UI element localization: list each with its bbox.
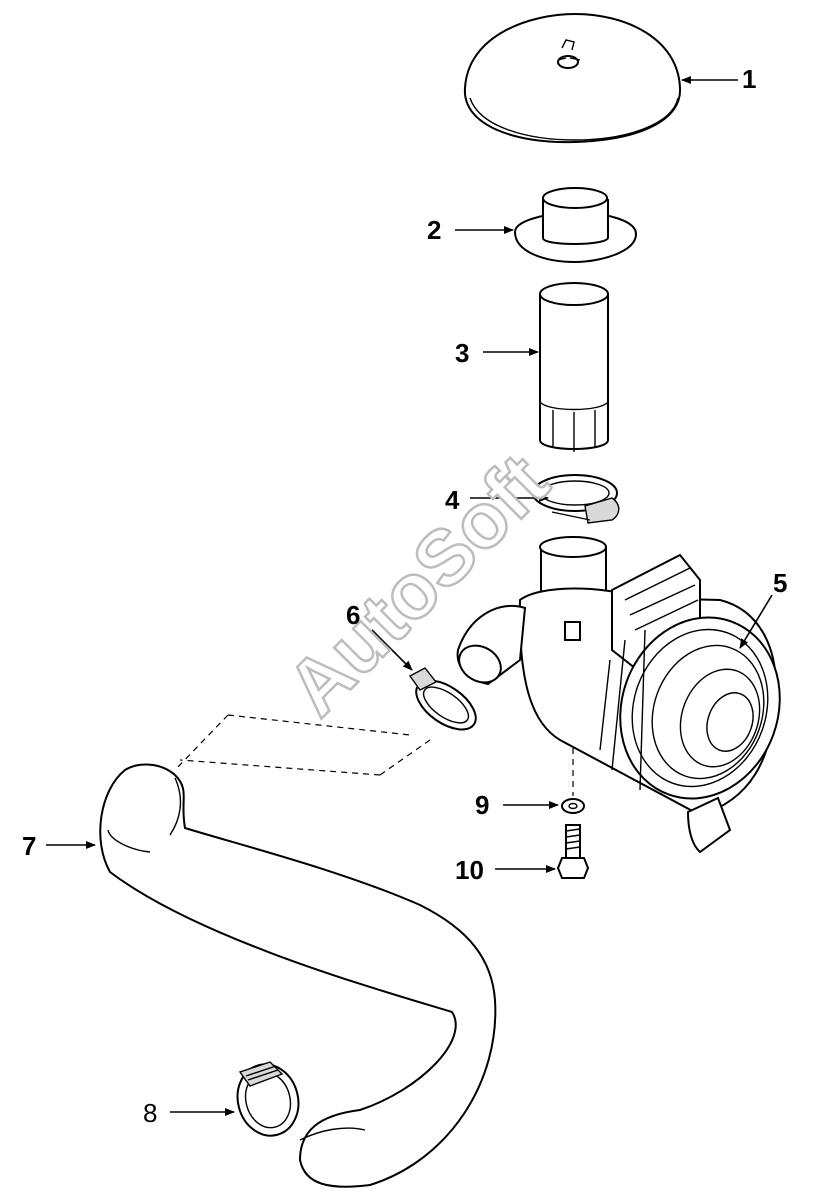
assembly-lines — [174, 714, 574, 796]
callout-1: 1 — [742, 64, 756, 94]
callout-8: 8 — [143, 1098, 157, 1128]
part-10-bolt — [556, 824, 590, 879]
part-9-washer — [561, 798, 585, 814]
callout-5: 5 — [773, 568, 787, 598]
part-8-clamp — [236, 1061, 300, 1137]
part-5-air-filter-housing — [456, 536, 781, 854]
callout-10: 10 — [455, 855, 484, 885]
part-1-cover — [463, 12, 682, 144]
part-7-hose — [99, 763, 497, 1188]
part-6-clamp — [408, 667, 477, 731]
callout-2: 2 — [427, 215, 441, 245]
callout-9: 9 — [475, 790, 489, 820]
callout-3: 3 — [455, 338, 469, 368]
callout-6: 6 — [346, 600, 360, 630]
callout-7: 7 — [22, 831, 36, 861]
part-3-tube — [539, 282, 609, 452]
part-2-sleeve — [513, 187, 638, 264]
leader-lines — [46, 76, 773, 1116]
part-4-clamp — [532, 474, 620, 524]
callout-4: 4 — [445, 485, 460, 515]
